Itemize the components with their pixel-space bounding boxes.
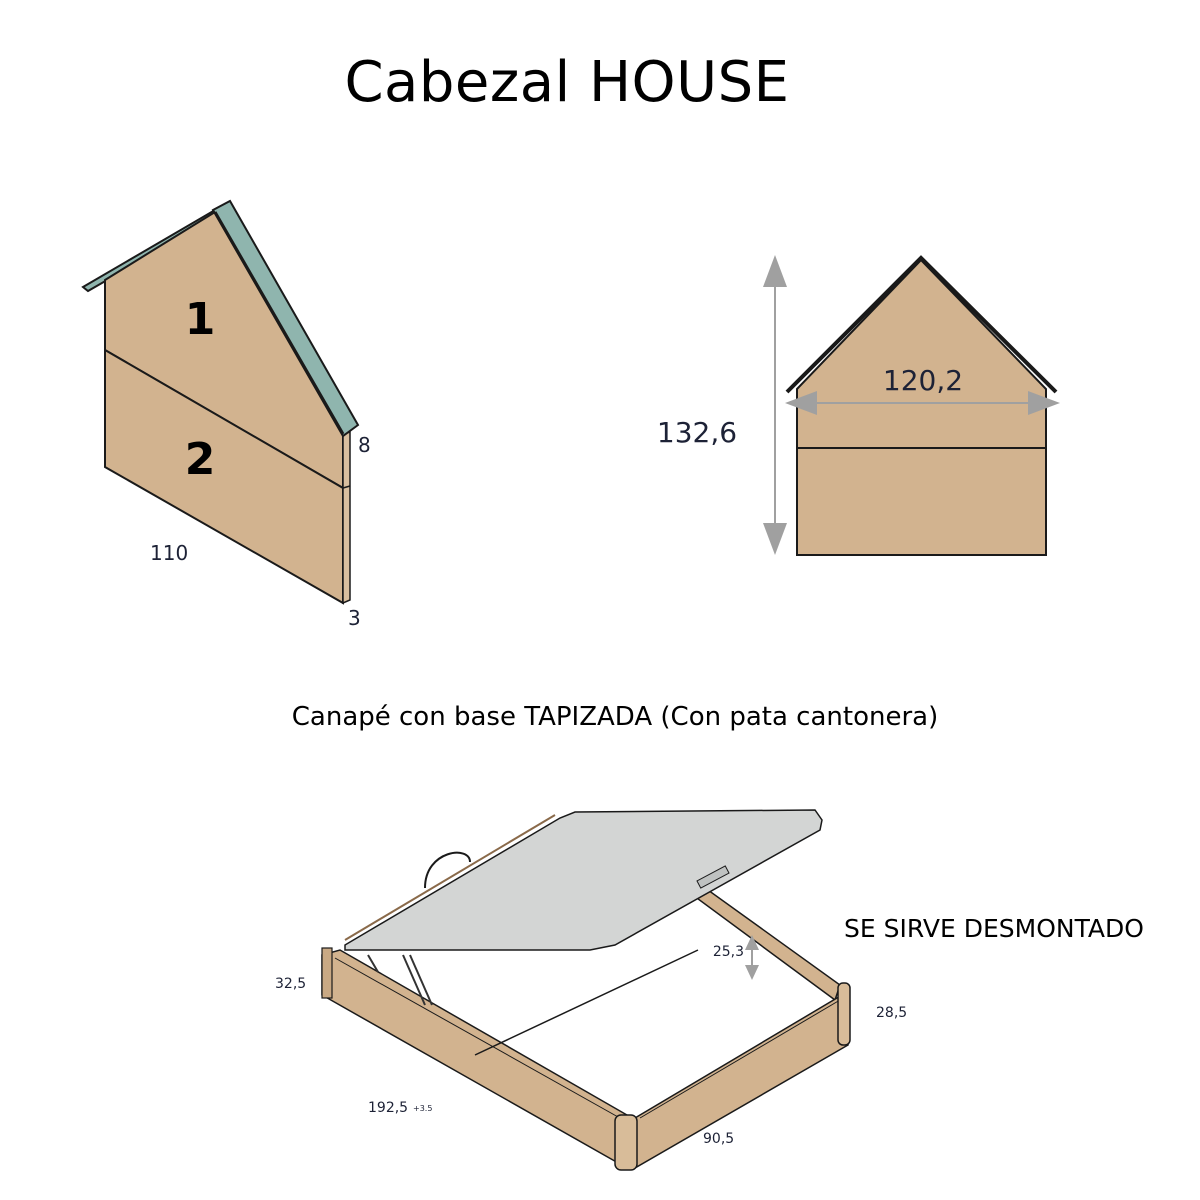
arrow-down-icon: [745, 965, 759, 980]
dim-frame-height: 28,5: [876, 1005, 907, 1021]
dim-width-110: 110: [150, 541, 188, 565]
arrow-up-icon: [763, 255, 787, 287]
page-title: Cabezal HOUSE: [344, 50, 790, 115]
dim-length: 192,5: [368, 1100, 408, 1116]
dim-inner-depth: 25,3: [713, 944, 744, 960]
canape-subtitle: Canapé con base TAPIZADA (Con pata canto…: [291, 702, 939, 732]
headboard-isometric: 1 2 8 110 3: [81, 199, 371, 630]
dim-total-height: 32,5: [275, 976, 306, 992]
arrow-down-icon: [763, 523, 787, 555]
dim-roof-thickness: 8: [358, 433, 371, 457]
dim-front-height: 132,6: [657, 416, 737, 449]
panel-label-1: 1: [185, 294, 216, 345]
assembly-note: SE SIRVE DESMONTADO: [844, 914, 1144, 943]
dim-thickness-3: 3: [348, 606, 361, 630]
arrow-up-icon: [745, 935, 759, 950]
arrow-right-icon: [1028, 391, 1060, 415]
arrow-left-icon: [785, 391, 817, 415]
dim-length-suffix: +3.5: [413, 1104, 432, 1113]
panel-label-2: 2: [185, 434, 216, 485]
headboard-front-view: 120,2 132,6: [657, 255, 1060, 556]
dim-front-width: 120,2: [883, 364, 963, 397]
dim-width: 90,5: [703, 1131, 734, 1147]
canape-bed: 25,3 32,5 28,5 192,5 +3.5 90,5: [275, 809, 907, 1171]
